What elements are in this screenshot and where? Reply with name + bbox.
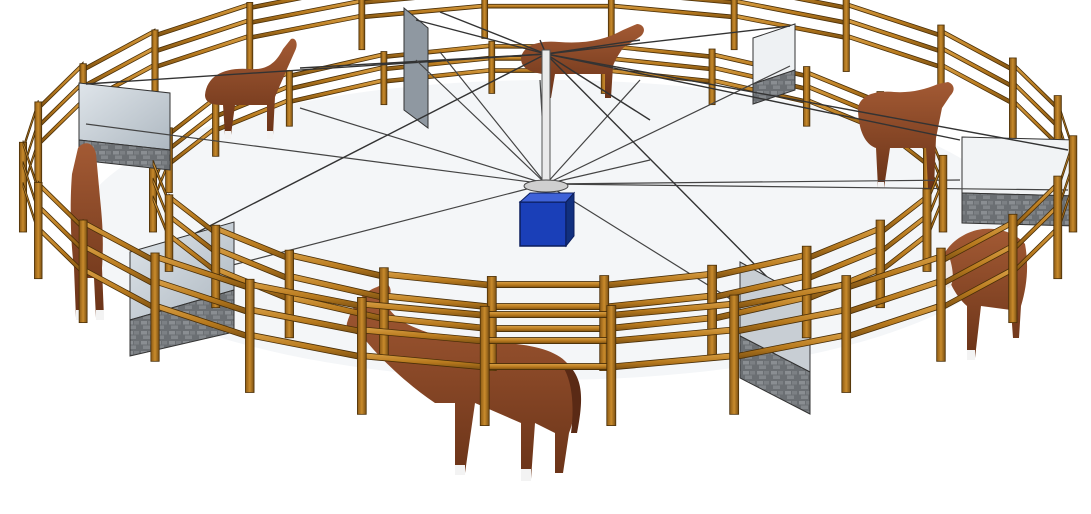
- outer-fence-front: [22, 135, 1078, 426]
- fence-post: [246, 2, 254, 72]
- fence-post: [708, 48, 716, 106]
- fence-post: [1008, 213, 1018, 324]
- arm-cable: [189, 53, 547, 237]
- arm-cable: [415, 19, 547, 55]
- fence-rail: [491, 303, 605, 310]
- arm-strut: [545, 179, 961, 185]
- fence-rail: [491, 281, 605, 288]
- fence-post: [729, 294, 740, 415]
- fence-post: [875, 219, 885, 309]
- arm-strut: [439, 51, 547, 185]
- arm-cable: [545, 53, 961, 141]
- arm-strut: [299, 107, 547, 185]
- arm-cable: [439, 11, 547, 55]
- fence-post: [34, 182, 43, 280]
- panel-back-center-right: [752, 23, 796, 105]
- fence-rail: [484, 3, 612, 9]
- arm-cable: [545, 53, 781, 291]
- fence-post: [803, 66, 811, 127]
- fence-post: [1053, 175, 1063, 280]
- fence-post: [380, 51, 388, 106]
- fence-post: [1009, 57, 1017, 142]
- fence-rail: [491, 325, 605, 332]
- fence-rail: [361, 3, 486, 20]
- horse-back-right: [858, 82, 954, 190]
- fence-post: [938, 154, 948, 233]
- fence-post: [1068, 135, 1078, 233]
- arm-cable: [299, 53, 547, 69]
- fence-rail: [680, 0, 735, 5]
- fence-post: [379, 267, 389, 360]
- fence-post: [78, 219, 88, 324]
- fence-post: [707, 264, 717, 360]
- fence-post: [358, 0, 366, 51]
- horse-back-left: [205, 38, 297, 139]
- fence-rail: [484, 311, 612, 318]
- fence-post: [34, 101, 43, 186]
- fence-post: [212, 96, 220, 157]
- fence-rail: [845, 17, 942, 54]
- arm-strut: [85, 123, 547, 185]
- fence-post: [479, 305, 490, 426]
- fence-post: [841, 275, 852, 393]
- fence-post: [164, 194, 174, 272]
- arm-cable: [545, 53, 1069, 151]
- fence-rail: [154, 33, 251, 70]
- fence-rail: [484, 337, 612, 344]
- fence-post: [245, 278, 255, 393]
- arm-strut: [545, 79, 641, 185]
- fence-rail: [484, 363, 612, 370]
- fence-post: [285, 70, 293, 127]
- hub-motor-box: [518, 191, 576, 248]
- fence-post: [842, 0, 850, 72]
- fence-rail: [603, 55, 713, 72]
- arm-strut: [415, 59, 547, 185]
- fence-post: [606, 305, 617, 426]
- fence-rail: [154, 17, 251, 54]
- fence-post: [730, 0, 738, 51]
- arm-cable: [545, 53, 651, 121]
- fence-rail: [845, 1, 942, 39]
- fence-rail: [361, 0, 416, 5]
- arm-cable: [545, 25, 791, 55]
- central-pole: [523, 49, 569, 193]
- fence-rail: [383, 43, 493, 60]
- fence-post: [936, 247, 946, 362]
- fence-post: [922, 188, 932, 272]
- fence-post: [357, 297, 367, 415]
- fence-post: [607, 0, 615, 39]
- fence-post: [150, 252, 160, 362]
- arm-strut: [545, 183, 1069, 191]
- arm-strut: [545, 159, 651, 185]
- fence-rail: [845, 33, 942, 70]
- fence-rail: [154, 1, 251, 39]
- arm-strut: [545, 65, 791, 185]
- fence-post: [481, 0, 489, 39]
- fence-post: [211, 224, 221, 309]
- fence-rail: [610, 3, 735, 20]
- fence-post: [488, 40, 496, 94]
